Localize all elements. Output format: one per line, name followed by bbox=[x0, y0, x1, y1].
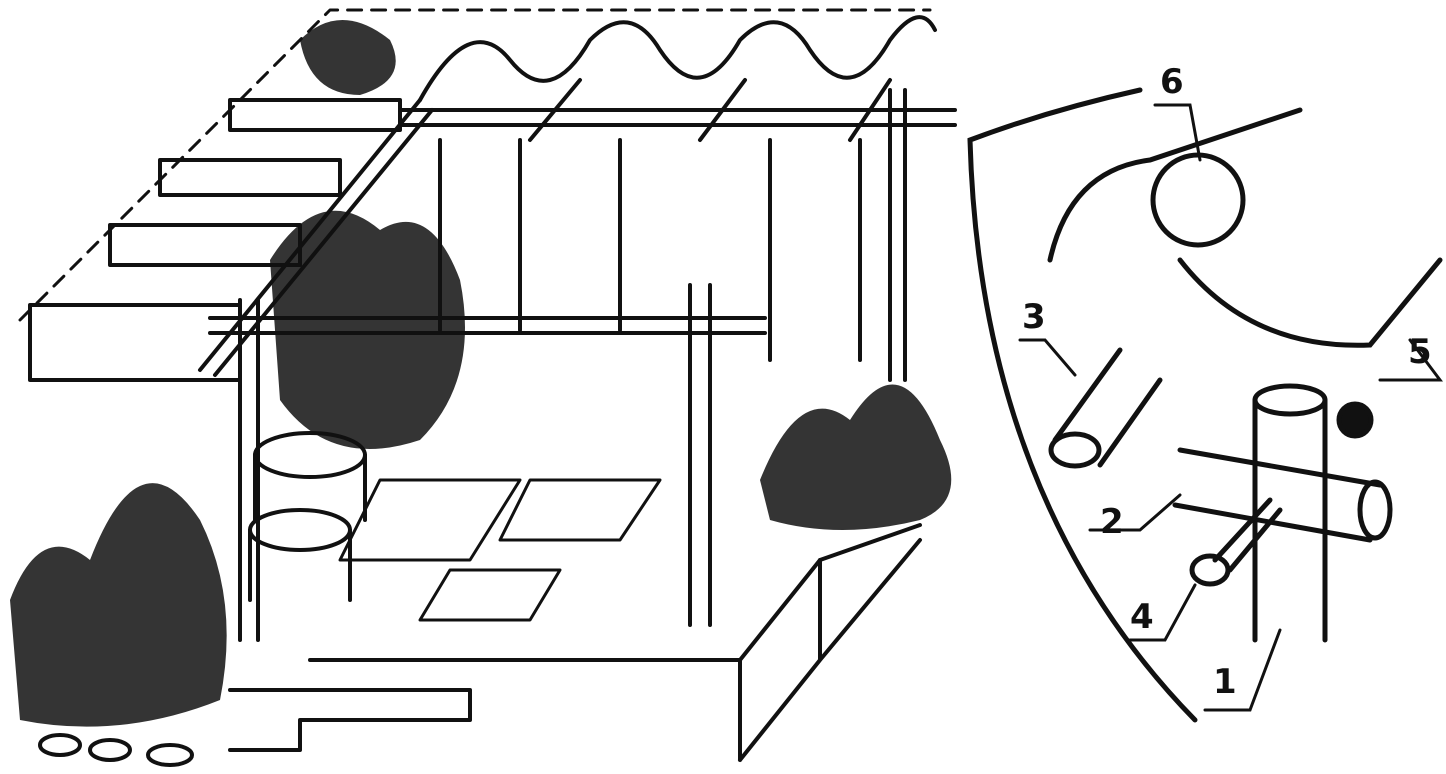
callout-6: 6 bbox=[1160, 62, 1184, 102]
callout-3: 3 bbox=[1022, 297, 1046, 337]
callout-2: 2 bbox=[1100, 502, 1124, 542]
callout-1: 1 bbox=[1213, 662, 1237, 702]
callout-5: 5 bbox=[1408, 332, 1432, 372]
callout-4: 4 bbox=[1130, 597, 1154, 637]
